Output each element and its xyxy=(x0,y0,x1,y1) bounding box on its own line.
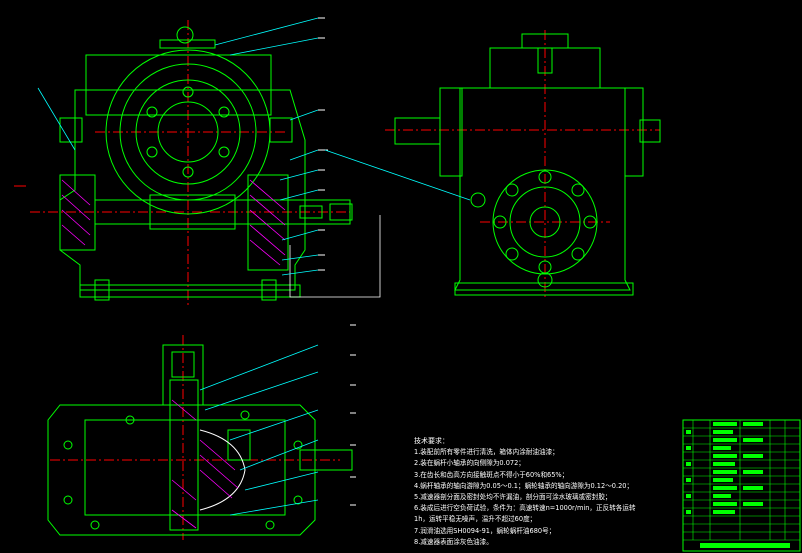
side-drain-plug xyxy=(537,272,553,288)
side-bolt xyxy=(505,247,519,261)
left-bolt xyxy=(59,117,83,143)
wheel-bolt-hole xyxy=(182,86,194,98)
front-view xyxy=(30,20,381,305)
title-block-grid xyxy=(683,420,800,541)
top-section-hatch xyxy=(171,399,239,529)
note-item: 6.装成后进行空负荷试验，条件为：高速转速n=1000r/min，正反转各运转 xyxy=(414,504,636,513)
side-oil-gauge xyxy=(470,192,486,208)
side-shaft-stub xyxy=(639,119,661,143)
front-right-bearing-cap xyxy=(247,174,289,271)
top-shaft-key xyxy=(171,351,195,378)
technical-requirements: 技术要求： 1.装配前所有零件进行清洗，箱体内涂耐油油漆； 2.装在蜗杆小轴承的… xyxy=(414,436,694,548)
side-bolt xyxy=(583,215,597,229)
side-bolt xyxy=(571,183,585,197)
top-view xyxy=(47,335,353,540)
top-housing-outline xyxy=(47,404,316,536)
side-shaft-hub-right xyxy=(624,87,644,177)
side-base-foot xyxy=(454,282,634,296)
note-item: 3.在齿长和齿高方向接触斑点不得小于60%和65%； xyxy=(414,470,569,479)
top-vertical-shaft xyxy=(162,344,204,406)
worm-shaft xyxy=(94,199,351,225)
top-horizontal-shaft xyxy=(299,449,353,471)
top-corner-hole xyxy=(90,520,100,530)
top-wheel-section xyxy=(199,429,246,511)
front-housing-body xyxy=(59,89,306,291)
front-section-hatch xyxy=(61,179,286,266)
worm-wheel-hub xyxy=(135,79,241,185)
title-block-frame xyxy=(682,419,801,552)
top-corner-hole xyxy=(293,440,303,450)
top-corner-hole xyxy=(63,440,73,450)
top-leader-lines xyxy=(199,344,319,516)
side-worm-bore xyxy=(529,206,561,238)
shaft-key xyxy=(299,205,323,219)
front-balloon-ticks xyxy=(14,17,328,271)
worm-wheel-bore xyxy=(157,101,219,163)
wheel-bolt-hole xyxy=(218,146,230,158)
notes-title: 技术要求： xyxy=(414,437,449,445)
side-leader xyxy=(324,149,471,201)
right-bolt xyxy=(269,117,293,143)
wheel-bolt-hole xyxy=(182,166,194,178)
top-balloon-ticks xyxy=(350,324,356,506)
top-corner-hole xyxy=(63,495,73,505)
side-worm-flange xyxy=(492,169,598,275)
note-item: 8.减速器表面涂灰色油漆。 xyxy=(414,537,493,546)
side-bolt xyxy=(493,215,507,229)
side-worm-inner xyxy=(509,186,581,258)
note-item: 2.装在蜗杆小轴承的向侧隙为0.072； xyxy=(414,459,525,468)
shaft-extension xyxy=(329,203,353,221)
front-base-flange xyxy=(79,284,301,298)
front-top-cover xyxy=(85,54,272,116)
side-bolt xyxy=(571,247,585,261)
top-corner-hole xyxy=(265,520,275,530)
side-output-shaft xyxy=(394,117,441,145)
side-vent-stem xyxy=(537,47,553,74)
front-foot-right xyxy=(261,279,277,301)
note-item: 4.蜗杆轴承的轴向游隙为0.05～0.1；蜗轮轴承的轴向游隙为0.12～0.20… xyxy=(414,481,634,490)
wheel-bolt-hole xyxy=(146,146,158,158)
top-worm-section xyxy=(169,379,199,531)
front-foot-left xyxy=(94,279,110,301)
note-item: 5.减速器剖分面及密封处均不许漏油，剖分面可涂水玻璃或密封胶； xyxy=(414,493,612,502)
front-lifting-eye xyxy=(159,39,216,49)
note-item: 7.润滑油选用SH0094-91，蜗轮蜗杆油680号； xyxy=(414,526,556,535)
top-corner-hole xyxy=(293,495,303,505)
top-inner-body xyxy=(84,419,286,516)
title-block-text-marks xyxy=(686,422,790,548)
title-block xyxy=(682,419,801,552)
wheel-bolt-hole xyxy=(146,106,158,118)
worm-thread xyxy=(149,194,236,230)
side-bolt xyxy=(505,183,519,197)
note-item: 1.装配前所有零件进行清洗，箱体内涂耐油油漆； xyxy=(414,448,559,457)
side-view xyxy=(385,30,661,300)
top-bearing-right xyxy=(227,429,251,461)
top-corner-hole xyxy=(240,410,250,420)
front-leader-lines xyxy=(37,17,319,276)
side-bolt xyxy=(538,170,552,184)
note-item: 1h，运转平稳无噪声，温升不超过60度； xyxy=(414,515,537,524)
shaft-support xyxy=(289,215,381,298)
top-corner-hole xyxy=(125,415,135,425)
wheel-bolt-hole xyxy=(218,106,230,118)
front-vent-cap xyxy=(176,26,194,44)
